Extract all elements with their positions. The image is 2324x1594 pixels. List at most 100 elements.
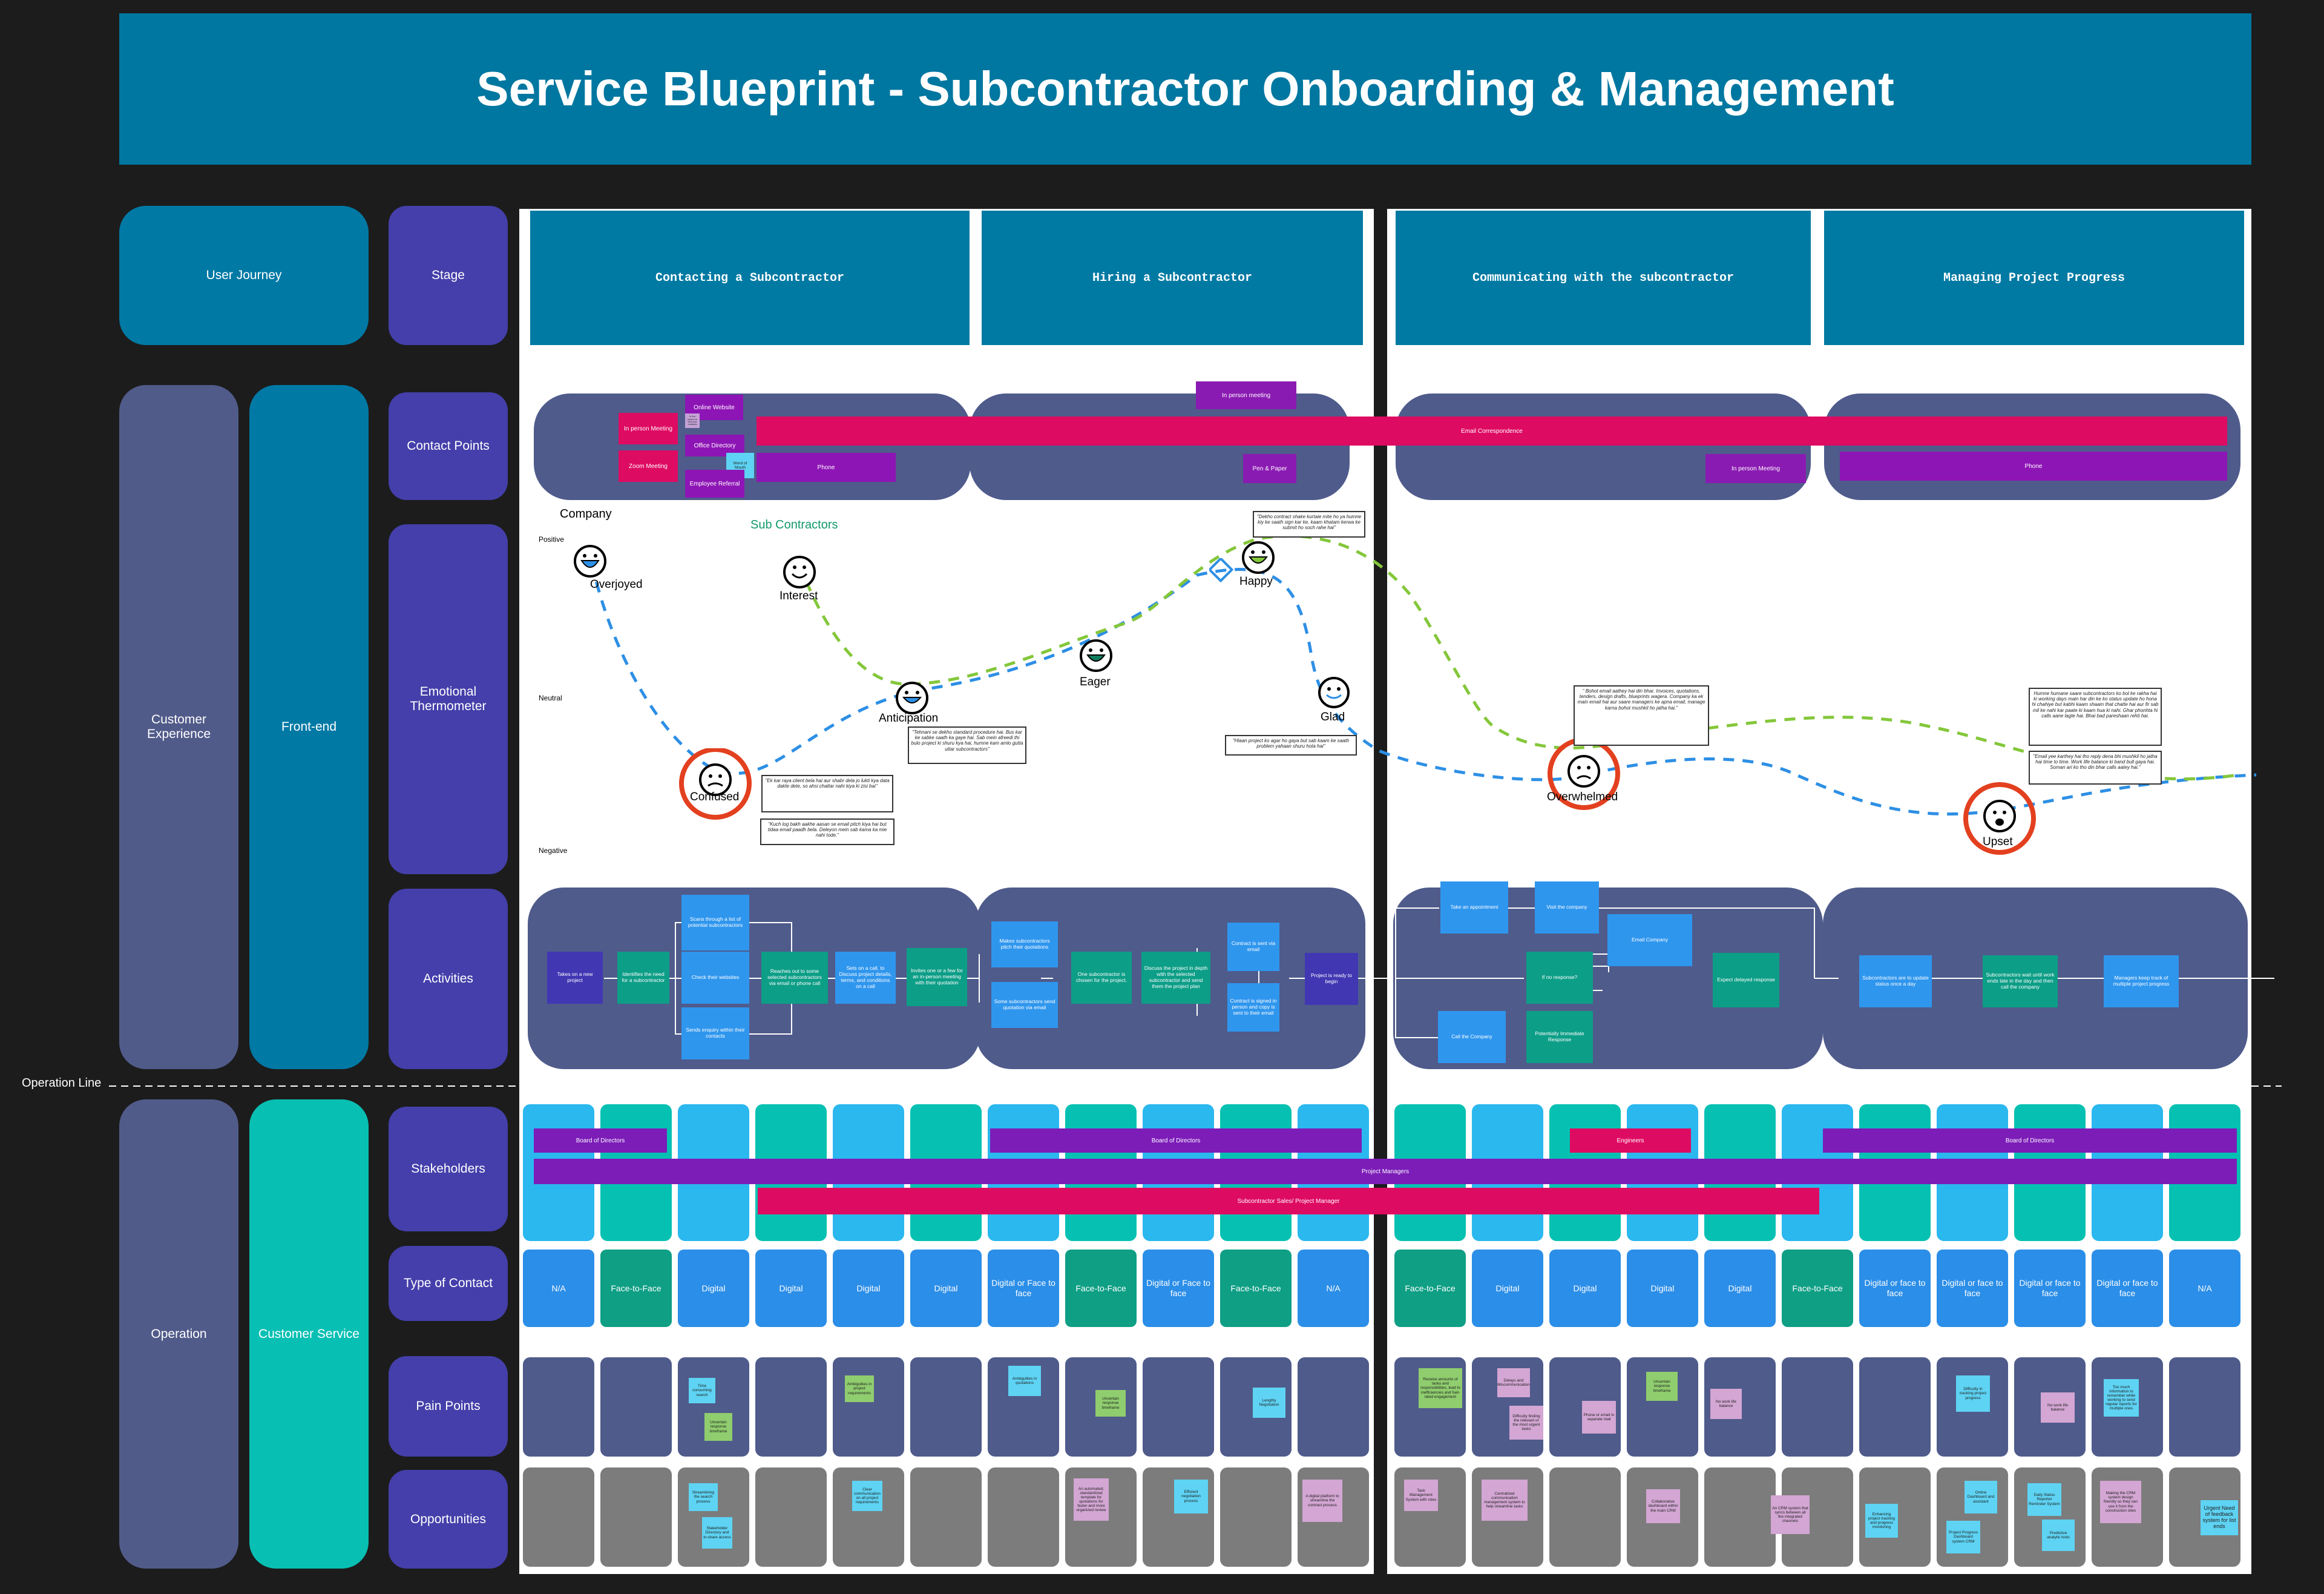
- pain-point-cell: [1859, 1357, 1931, 1457]
- pain-point-cell: [1782, 1357, 1853, 1457]
- activity-quotation-email: Some subcontractors send quotation via e…: [991, 982, 1058, 1028]
- opportunity-cell: [988, 1467, 1059, 1567]
- type-of-contact-cell: Digital or face to face: [2092, 1250, 2163, 1327]
- activity-contract-email: Contract is sent via email: [1227, 923, 1279, 971]
- opp-sticky-12: Online Dashboard and assistant: [1965, 1481, 1997, 1513]
- activity-new-project: Takes on a new project: [547, 952, 603, 1004]
- activity-no-response: If no response?: [1526, 952, 1593, 1004]
- emotion-anticipation: Anticipation: [879, 712, 939, 725]
- row-label-customer-service: Customer Service: [249, 1099, 369, 1569]
- pain-sticky-13: Difficulty in tracking project progress: [1956, 1375, 1990, 1412]
- emotion-happy: Happy: [1239, 575, 1273, 588]
- opportunity-cell: [600, 1467, 672, 1567]
- opportunity-cell: [1220, 1467, 1292, 1567]
- quote-confused-1: "Ek kar raya client bela hai aur shabr d…: [761, 775, 893, 812]
- type-of-contact-cell: Digital: [1627, 1250, 1698, 1327]
- anticipation-face-icon: [896, 682, 928, 714]
- activity-check-websites: Check their websites: [681, 952, 749, 1004]
- stakeholder-sub-sales: Subcontractor Sales/ Project Manager: [758, 1188, 1819, 1214]
- quote-upset-1: Humne humane saare subcontractors ko bol…: [2029, 688, 2162, 746]
- handshake-icon: [1209, 558, 1233, 582]
- opp-sticky-5: Efficient negotiation process: [1174, 1480, 1208, 1513]
- pain-sticky-11: Uncertain response timeframe: [1646, 1372, 1678, 1401]
- operation-line-label: Operation Line: [22, 1076, 102, 1090]
- row-label-contact-points: Contact Points: [389, 392, 508, 500]
- emotion-overwhelmed: Overwhelmed: [1547, 791, 1618, 803]
- pain-point-cell: [833, 1357, 904, 1457]
- pain-sticky-9: Difficulty finding the relevant or the m…: [1509, 1406, 1543, 1440]
- row-label-stage: Stage: [389, 206, 508, 345]
- opp-sticky-17: Urgent Need of feedback system for list …: [2201, 1500, 2238, 1535]
- opp-sticky-2: Stakeholder Directory and in-share acces…: [702, 1517, 732, 1549]
- happy-face-icon: [1242, 541, 1275, 574]
- emotion-confused: Confused: [690, 791, 740, 803]
- stakeholder-board-2: Board of Directors: [990, 1128, 1362, 1153]
- type-of-contact-cell: Digital or face to face: [2014, 1250, 2086, 1327]
- row-label-activities: Activities: [389, 889, 508, 1069]
- pain-sticky-3: Ambiguities in project requirements: [845, 1375, 874, 1402]
- opp-sticky-7: Task Management System with roles: [1404, 1480, 1438, 1511]
- opp-sticky-16: Making the CRM system design friendly so…: [2100, 1481, 2141, 1523]
- pain-sticky-6: Lengthy Negotiation: [1253, 1388, 1285, 1418]
- activity-call-discuss: Sets on a call, to Discuss project detai…: [835, 952, 896, 1004]
- row-label-pain-points: Pain Points: [389, 1356, 508, 1457]
- activity-daily-status: Subcontractors are to update status once…: [1859, 955, 1932, 1007]
- opportunity-cell: [2014, 1467, 2086, 1567]
- stakeholder-engineers: Engineers: [1570, 1128, 1691, 1153]
- opp-sticky-13: Project Progress Dashboard system CRM: [1946, 1521, 1980, 1553]
- type-of-contact-cell: N/A: [523, 1250, 594, 1327]
- activity-choose-sub: One subcontractor is chosen for the proj…: [1071, 952, 1132, 1004]
- row-label-opportunities: Opportunities: [389, 1470, 508, 1569]
- activity-delayed-response: Expect delayed response: [1713, 953, 1779, 1007]
- row-label-emotional-thermometer: Emotional Thermometer: [389, 524, 508, 874]
- activity-pitch-quotations: Makes subcontractors pitch their quotati…: [991, 921, 1058, 967]
- pain-point-cell: [523, 1357, 594, 1457]
- emotion-overjoyed: Overjoyed: [590, 578, 643, 591]
- opp-sticky-8: Centralized communication management sys…: [1482, 1480, 1528, 1521]
- company-label: Company: [560, 507, 612, 521]
- row-label-front-end: Front-end: [249, 385, 369, 1069]
- activity-scan-list: Scans through a list of potential subcon…: [681, 895, 749, 950]
- activity-discuss-plan: Discuss the project in depth with the se…: [1141, 952, 1210, 1004]
- stage-contacting: Contacting a Subcontractor: [530, 211, 970, 345]
- activity-take-appointment: Take an appointment: [1440, 881, 1508, 934]
- cp-phone-2: Phone: [1840, 452, 2227, 481]
- opp-sticky-14: Daily Status Reporter Reminder System: [2027, 1483, 2061, 1516]
- opp-sticky-3: Clear communication on all project requi…: [852, 1481, 882, 1511]
- pain-point-cell: [2169, 1357, 2240, 1457]
- pain-sticky-14: No work life balance: [2041, 1392, 2075, 1423]
- cp-zoom-meeting: Zoom Meeting: [619, 450, 678, 482]
- type-of-contact-cell: Digital: [1549, 1250, 1621, 1327]
- cp-employee-referral: Employee Referral: [685, 470, 744, 498]
- type-of-contact-cell: Digital: [1704, 1250, 1776, 1327]
- cp-pen-paper: Pen & Paper: [1243, 454, 1296, 483]
- opportunity-cell: [1704, 1467, 1776, 1567]
- contact-lane-3: [1396, 394, 1811, 500]
- quote-upset-2: "Email yee karthey hai tho reply dena bh…: [2029, 751, 2162, 785]
- cp-phone: Phone: [757, 453, 896, 482]
- quote-anticipation: "Tehnani se dekho standard procedure hai…: [908, 726, 1026, 764]
- type-of-contact-cell: Digital: [755, 1250, 827, 1327]
- opportunity-cell: [1549, 1467, 1621, 1567]
- eager-face-icon: [1080, 639, 1112, 672]
- opp-sticky-10: An CRM system that syncs between all the…: [1771, 1495, 1810, 1534]
- activity-immediate-response: Potentially Immediate Response: [1526, 1011, 1593, 1063]
- activity-wait-call: Subcontractors wait until work ends late…: [1983, 955, 2058, 1007]
- pain-sticky-8: Delays and Miscommunication: [1497, 1368, 1530, 1397]
- opp-sticky-1: Streamlining the search process: [689, 1483, 718, 1511]
- activity-send-enquiry: Sends enquiry within their contacts: [681, 1007, 749, 1059]
- opp-sticky-15: Predictive analytic tools: [2042, 1520, 2075, 1551]
- row-label-user-journey: User Journey: [119, 206, 369, 345]
- row-label-operation: Operation: [119, 1099, 238, 1569]
- cp-email-correspondence: Email Correspondence: [757, 417, 2227, 446]
- stage-communicating: Communicating with the subcontractor: [1396, 211, 1811, 345]
- stakeholder-project-managers: Project Managers: [534, 1159, 2237, 1184]
- type-of-contact-cell: Digital: [833, 1250, 904, 1327]
- quote-overwhelmed: " Bohot email aathey hai din bhar. Invoi…: [1574, 685, 1709, 746]
- pain-sticky-15: Too much information to remember while w…: [2104, 1379, 2139, 1417]
- row-label-customer-experience: Customer Experience: [119, 385, 238, 1069]
- activity-visit-company: Visit the company: [1535, 881, 1599, 934]
- type-of-contact-cell: Digital or face to face: [1937, 1250, 2008, 1327]
- cp-in-person-meeting-2: In person meeting: [1196, 381, 1296, 409]
- type-of-contact-cell: Face-to-Face: [600, 1250, 672, 1327]
